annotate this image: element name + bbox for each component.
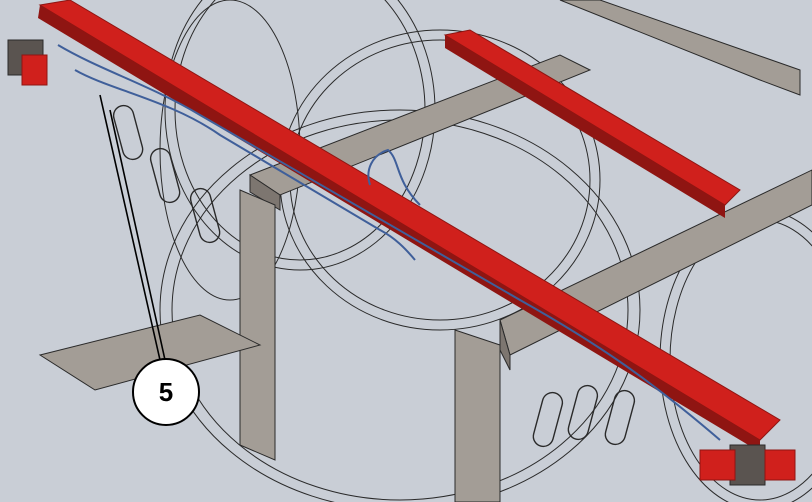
frame-channel-bottom [38, 314, 262, 391]
callout-label: 5 [159, 377, 173, 407]
lamp-right-lens-2 [764, 449, 796, 481]
callout-leaders [99, 94, 166, 361]
slot-right-1 [532, 391, 564, 448]
slot-right-2 [567, 384, 599, 441]
frame-members [38, 0, 812, 502]
wheel-outline-3 [159, 109, 641, 502]
cable-branch [74, 69, 416, 261]
callout-circle [132, 358, 200, 426]
frame-crossbeam-upper-end [249, 174, 281, 211]
frame-post-right [454, 329, 501, 502]
tail-lamps [7, 39, 796, 486]
cable-loop [367, 148, 421, 206]
wiring-harness [57, 44, 721, 441]
frame-beam-top-right [559, 0, 801, 96]
lamp-right-lens [699, 449, 736, 481]
frame-post-left [239, 189, 276, 461]
secondary-red-rail-side [445, 35, 725, 218]
leader-line-1 [99, 94, 161, 361]
main-red-rail-side [38, 5, 760, 452]
lamp-left-lens [21, 54, 48, 86]
secondary-red-rail-top [443, 29, 741, 206]
callout-5: 5 [132, 358, 200, 426]
slot-left-2 [149, 147, 181, 204]
frame-crossbeam-lower-end [499, 319, 511, 371]
slot-right-3 [604, 389, 636, 446]
slot-left-3 [189, 187, 221, 244]
red-rails [38, 0, 781, 452]
cable-main [57, 44, 721, 441]
slotted-plates [112, 104, 636, 448]
leader-line-2 [109, 109, 166, 361]
slot-left-1 [112, 104, 144, 161]
